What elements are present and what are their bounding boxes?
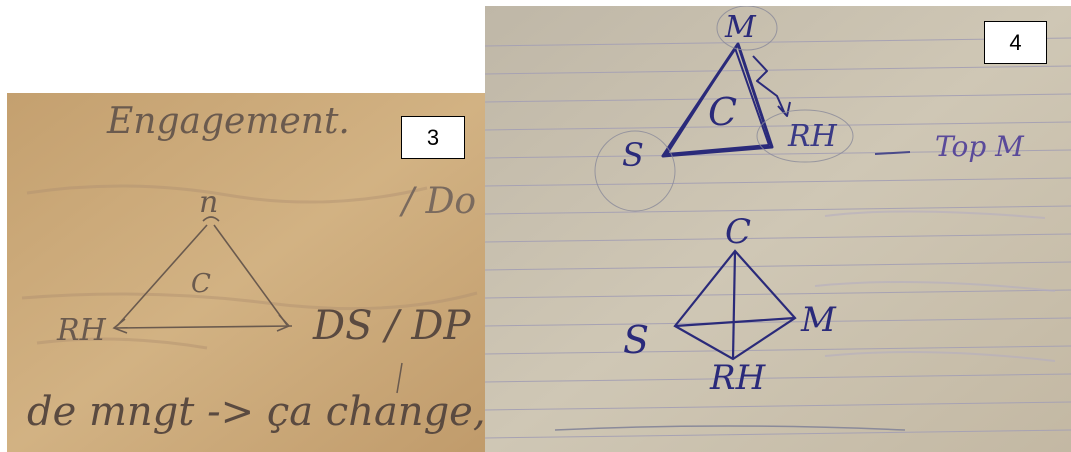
- bleed-through-marks: [21, 184, 478, 350]
- arrowhead-left: [112, 318, 128, 334]
- diamond-horizontal: [674, 316, 796, 328]
- arrowhead-right: [276, 314, 291, 332]
- heading-text: Engagement.: [107, 101, 350, 142]
- triangle-left-label: S: [622, 136, 644, 174]
- diamond-drawing: [673, 249, 797, 361]
- partial-text: / Do: [402, 181, 477, 222]
- triangle-overdraw: [666, 47, 770, 155]
- diamond-vertical: [731, 250, 737, 360]
- panel-number-4: 4: [984, 21, 1047, 64]
- top-vertex-label: n: [199, 185, 219, 220]
- bottom-scribble: [554, 425, 906, 431]
- notebook-photo-4: M C S RH Top M C S M RH 4: [485, 6, 1071, 452]
- arrow-m-to-rh: [752, 55, 786, 115]
- triangle-center-label: C: [708, 90, 738, 134]
- notebook-photo-3: Engagement. n C RH DS / DP / Do de mngt …: [7, 93, 490, 452]
- arrowhead-top: [202, 216, 220, 222]
- pencil-circles: [594, 6, 854, 212]
- diamond-left-label: S: [623, 318, 650, 362]
- bleed-through-marks: [814, 210, 1056, 362]
- diamond-bottom-label: RH: [710, 358, 766, 398]
- triangle-top-label: M: [725, 10, 756, 45]
- ruled-lines: [485, 37, 1071, 439]
- dash-line: [874, 151, 911, 155]
- diamond-top-label: C: [725, 212, 752, 252]
- photo-4-canvas: [485, 6, 1071, 452]
- left-vertex-label: RH: [57, 313, 106, 348]
- triangle-drawing: [661, 42, 791, 158]
- center-label: C: [191, 269, 211, 299]
- triangle-drawing: [112, 216, 293, 334]
- arrowhead: [777, 101, 791, 117]
- triangle-left-side: [116, 224, 208, 327]
- right-vertex-label: DS / DP: [313, 303, 471, 349]
- stroke-mark: [396, 362, 403, 394]
- side-note: Top M: [935, 130, 1024, 163]
- bottom-line-text: de mngt -> ça change,: [27, 389, 486, 435]
- diamond-right-label: M: [801, 300, 836, 340]
- triangle-base: [114, 325, 293, 329]
- panel-number-3: 3: [401, 116, 465, 159]
- triangle-right-label: RH: [788, 119, 837, 154]
- triangle-right-side: [213, 224, 288, 326]
